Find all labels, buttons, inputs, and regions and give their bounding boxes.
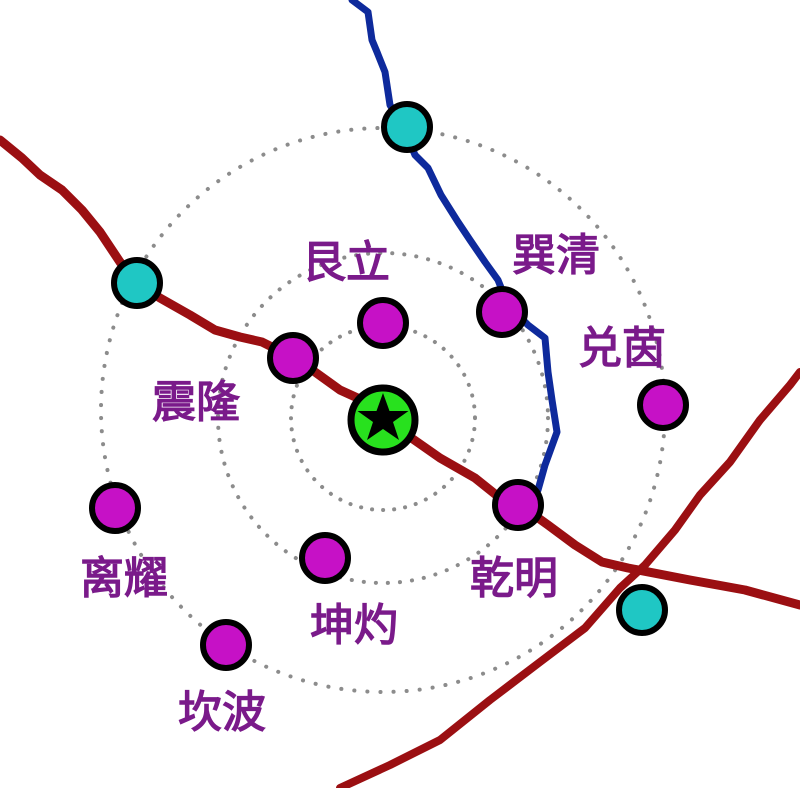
label-kunzhuo: 坤灼 — [310, 600, 398, 651]
station-zhenlong[interactable] — [267, 332, 319, 384]
label-genli: 艮立 — [302, 237, 390, 288]
station-xunqing[interactable] — [476, 286, 528, 338]
label-zhenlong: 震隆 — [152, 377, 241, 428]
blue-rail-line — [348, 0, 561, 509]
transfer-stations — [111, 101, 668, 636]
station-kanbo[interactable] — [200, 619, 252, 671]
hub-station[interactable] — [347, 384, 419, 456]
stations — [89, 286, 689, 671]
star-icon — [357, 393, 409, 440]
transfer-station-north[interactable] — [381, 101, 433, 153]
label-duijun: 兑茵 — [578, 323, 666, 374]
station-duijun[interactable] — [637, 379, 689, 431]
transfer-station-southeast[interactable] — [616, 584, 668, 636]
red-rail-line-main — [0, 135, 800, 610]
station-liyao[interactable] — [89, 482, 141, 534]
station-labels: 艮立 巽清 兑茵 震隆 离耀 坤灼 乾明 坎波 — [80, 230, 666, 738]
station-qianming[interactable] — [492, 479, 544, 531]
label-xunqing: 巽清 — [512, 230, 600, 281]
red-rail-line-branch — [336, 368, 800, 788]
label-qianming: 乾明 — [470, 553, 558, 604]
ring-middle — [216, 251, 550, 585]
label-liyao: 离耀 — [80, 553, 168, 604]
station-kunzhuo[interactable] — [299, 532, 351, 584]
station-genli[interactable] — [357, 297, 409, 349]
transfer-station-west[interactable] — [111, 257, 163, 309]
label-kanbo: 坎波 — [178, 687, 266, 738]
